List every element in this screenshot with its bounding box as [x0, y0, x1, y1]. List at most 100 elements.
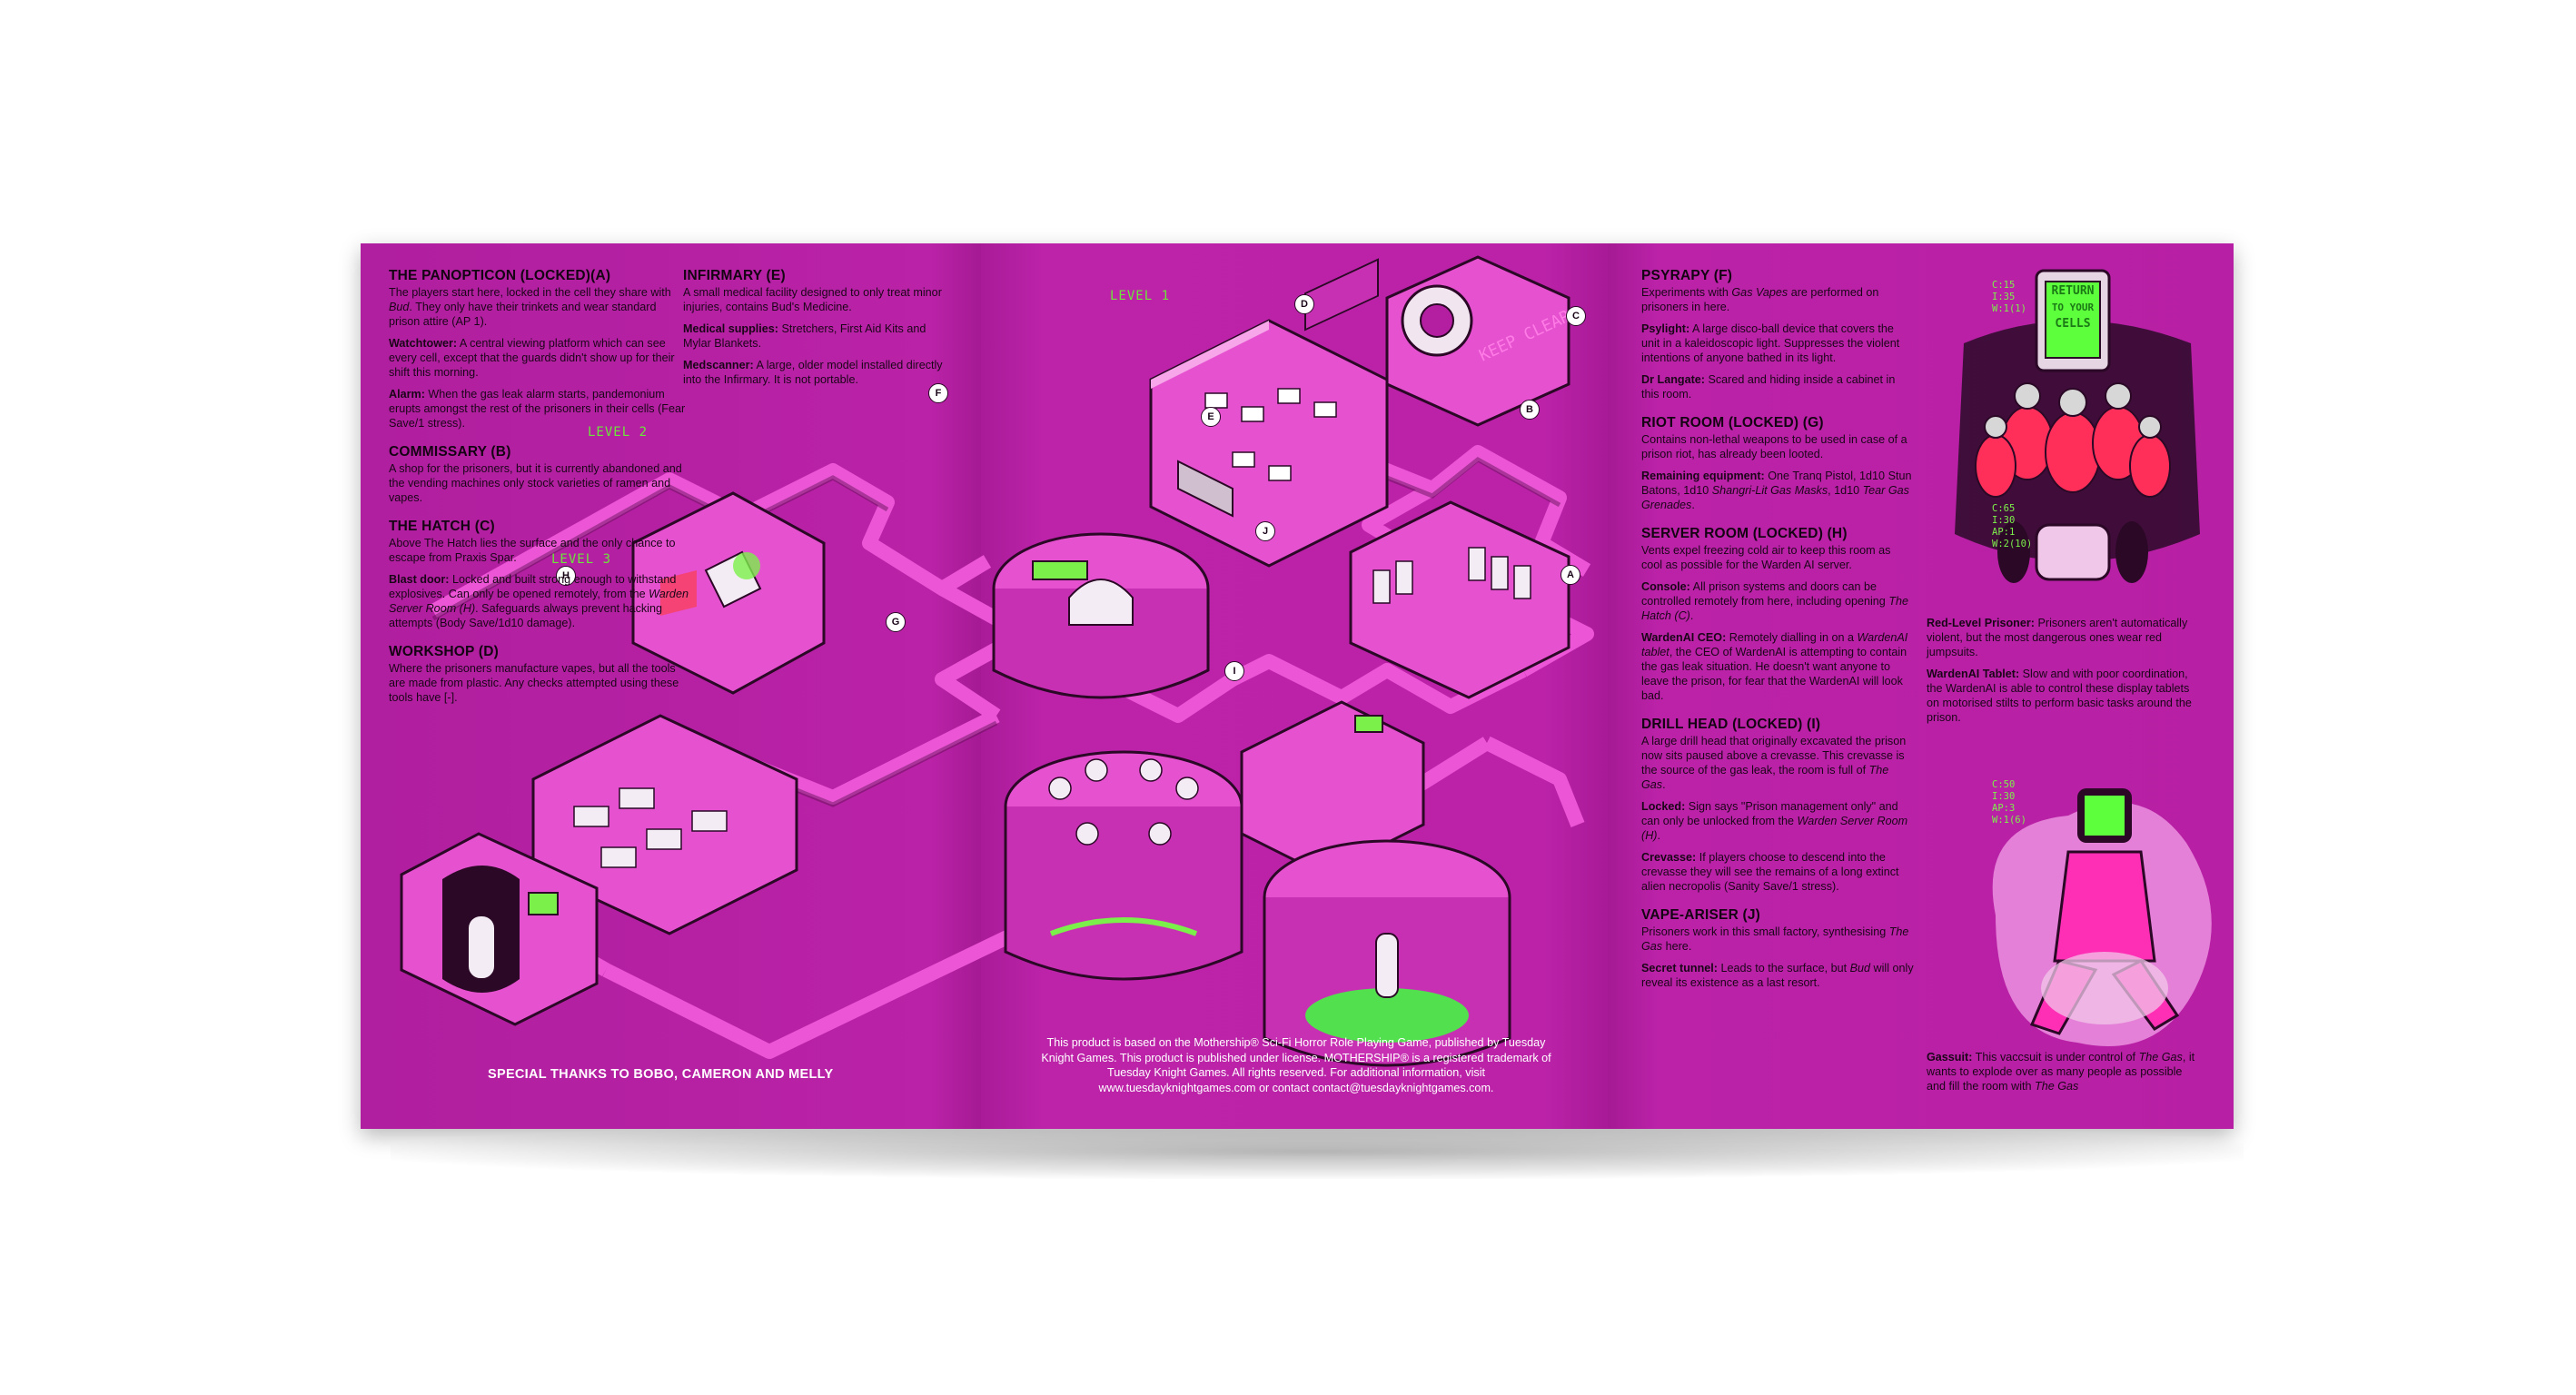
entry-label: Red-Level Prisoner:: [1927, 617, 2035, 629]
text-span: are performed on prisoners in here.: [1641, 286, 1879, 313]
text-span: will only reveal its existence as a last…: [1641, 962, 1914, 989]
psyrapy-text: Experiments with Gas Vapes are performed…: [1641, 285, 1914, 314]
screen-line: RETURN: [2051, 284, 2095, 298]
workshop-text: Where the prisoners manufacture vapes, b…: [389, 662, 679, 704]
text-span: The Gas: [2035, 1080, 2079, 1093]
entry-label: WardenAI Tablet:: [1927, 668, 2020, 680]
entry-label: Secret tunnel:: [1641, 962, 1718, 975]
tablet-screen-text: RETURN TO YOUR CELLS: [2046, 283, 2100, 332]
room-infirmary-e: [992, 532, 1210, 699]
room-commissary-b: [1349, 500, 1570, 699]
entry-label: Locked:: [1641, 800, 1686, 813]
text-span: WardenAI tablet: [1641, 631, 1908, 658]
stat-line: W:2(10): [1992, 539, 2033, 549]
text-span: The Hatch (C): [1641, 595, 1909, 622]
text-span: Bud: [1849, 962, 1871, 975]
text-span: A large disco-ball device that covers th…: [1641, 322, 1900, 364]
dr-langate-entry: Dr Langate: Scared and hiding inside a c…: [1641, 372, 1914, 401]
marker-c: C: [1566, 306, 1586, 326]
section-drill-head: DRILL HEAD (LOCKED) (I) A large drill he…: [1641, 717, 1914, 894]
text-span: A large, older model installed directly …: [683, 359, 943, 386]
marker-g: G: [886, 612, 906, 632]
entry-label: Dr Langate:: [1641, 373, 1705, 386]
entry-label: Medscanner:: [683, 359, 754, 371]
text-span: Tear Gas Grenades: [1641, 484, 1909, 511]
text-span: One Tranq Pistol, 1d10 Stun Batons, 1d10: [1641, 470, 1912, 497]
section-hatch: THE HATCH (C) Above The Hatch lies the s…: [389, 519, 689, 630]
secret-tunnel-entry: Secret tunnel: Leads to the surface, but…: [1641, 961, 1914, 990]
text-span: A central viewing platform which can see…: [389, 337, 675, 379]
warden-ceo-entry: WardenAI CEO: Remotely dialling in on a …: [1641, 630, 1914, 703]
locked-entry: Locked: Sign says "Prison management onl…: [1641, 799, 1914, 843]
heading-psyrapy: PSYRAPY (F): [1641, 268, 1733, 283]
entry-label: Gassuit:: [1927, 1051, 1973, 1064]
stat-line: I:30: [1992, 515, 2016, 526]
server-text: Vents expel freezing cold air to keep th…: [1641, 544, 1891, 571]
text-span: The Gas: [1641, 925, 1909, 953]
text-span: Prisoners aren't automatically violent, …: [1927, 617, 2188, 658]
marker-a: A: [1560, 565, 1580, 585]
text-span: Warden Server Room (H): [389, 588, 689, 615]
text-span: Bud: [389, 301, 410, 313]
section-vape-ariser: VAPE-ARISER (J) Prisoners work in this s…: [1641, 908, 1914, 990]
riot-text: Contains non-lethal weapons to be used i…: [1641, 433, 1907, 460]
text-span: Warden Server Room (H): [1641, 815, 1908, 842]
heading-infirmary: INFIRMARY (E): [683, 268, 786, 283]
stats-tablet: C:15 I:35 W:1(1): [1992, 280, 2026, 315]
section-panopticon: THE PANOPTICON (LOCKED)(A) The players s…: [389, 269, 689, 430]
entry-label: Psylight:: [1641, 322, 1690, 335]
vape-text: Prisoners work in this small factory, sy…: [1641, 925, 1914, 954]
commissary-text: A shop for the prisoners, but it is curr…: [389, 462, 682, 504]
room-workshop-d: [1149, 319, 1389, 568]
text-span: When the gas leak alarm starts, pandemon…: [389, 388, 686, 430]
screen-line: TO YOUR: [2051, 302, 2095, 313]
screen-line: CELLS: [2055, 317, 2091, 331]
stat-line: AP:3: [1992, 803, 2016, 814]
heading-vape-ariser: VAPE-ARISER (J): [1641, 907, 1761, 923]
marker-d: D: [1294, 294, 1314, 314]
entry-label: WardenAI CEO:: [1641, 631, 1727, 644]
prison-map-illustration: KEEP CLEAR: [400, 255, 1594, 1067]
text-span: here.: [1662, 940, 1692, 953]
hatch-text: Above The Hatch lies the surface and the…: [389, 537, 676, 564]
text-span: If players choose to descend into the cr…: [1641, 851, 1899, 893]
alarm-entry: Alarm: When the gas leak alarm starts, p…: [389, 387, 689, 430]
text-span: All prison systems and doors can be cont…: [1641, 580, 1889, 608]
red-prisoner-entry: Red-Level Prisoner: Prisoners aren't aut…: [1927, 616, 2201, 659]
text-span: .: [1689, 609, 1694, 622]
text-span: The Gas: [2138, 1051, 2183, 1064]
text-span: , 1d10: [1828, 484, 1863, 497]
marker-f: F: [928, 383, 948, 403]
trifold-brochure: KEEP CLEAR: [361, 243, 2234, 1129]
text-column-4: Red-Level Prisoner: Prisoners aren't aut…: [1927, 616, 2201, 732]
prisoner-and-tablet-illustration: [1955, 269, 2200, 583]
text-span: , it wants to explode over as many peopl…: [1927, 1051, 2195, 1093]
text-span: Stretchers, First Aid Kits and Mylar Bla…: [683, 322, 926, 350]
console-entry: Console: All prison systems and doors ca…: [1641, 579, 1914, 623]
special-thanks: SPECIAL THANKS TO BOBO, CAMERON AND MELL…: [488, 1067, 834, 1082]
crevasse-entry: Crevasse: If players choose to descend i…: [1641, 850, 1914, 894]
heading-commissary: COMMISSARY (B): [389, 444, 511, 460]
section-commissary: COMMISSARY (B) A shop for the prisoners,…: [389, 445, 689, 505]
heading-server-room: SERVER ROOM (LOCKED) (H): [1641, 526, 1848, 541]
text-span: Gas Vapes: [1731, 286, 1788, 299]
section-riot-room: RIOT ROOM (LOCKED) (G) Contains non-leth…: [1641, 416, 1914, 512]
text-span: .: [1662, 778, 1666, 791]
text-span: Slow and with poor coordination, the War…: [1927, 668, 2192, 724]
gassuit-entry: Gassuit: This vaccsuit is under control …: [1927, 1050, 2201, 1093]
marker-i: I: [1224, 661, 1244, 681]
medical-supplies-entry: Medical supplies: Stretchers, First Aid …: [683, 322, 956, 351]
text-span: Leads to the surface, but: [1717, 962, 1850, 975]
level-3-label: LEVEL 3: [551, 552, 612, 567]
marker-e: E: [1201, 407, 1221, 427]
gassuit-text-block: Gassuit: This vaccsuit is under control …: [1927, 1050, 2201, 1101]
section-workshop: WORKSHOP (D) Where the prisoners manufac…: [389, 645, 689, 705]
heading-riot-room: RIOT ROOM (LOCKED) (G): [1641, 415, 1824, 430]
drill-text: A large drill head that originally excav…: [1641, 734, 1914, 792]
heading-panopticon: THE PANOPTICON (LOCKED)(A): [389, 268, 611, 283]
heading-drill-head: DRILL HEAD (LOCKED) (I): [1641, 717, 1821, 732]
heading-hatch: THE HATCH (C): [389, 519, 495, 534]
room-riot-g: [531, 714, 798, 935]
text-span: The players start here, locked in the ce…: [389, 286, 671, 299]
entry-label: Crevasse:: [1641, 851, 1697, 864]
